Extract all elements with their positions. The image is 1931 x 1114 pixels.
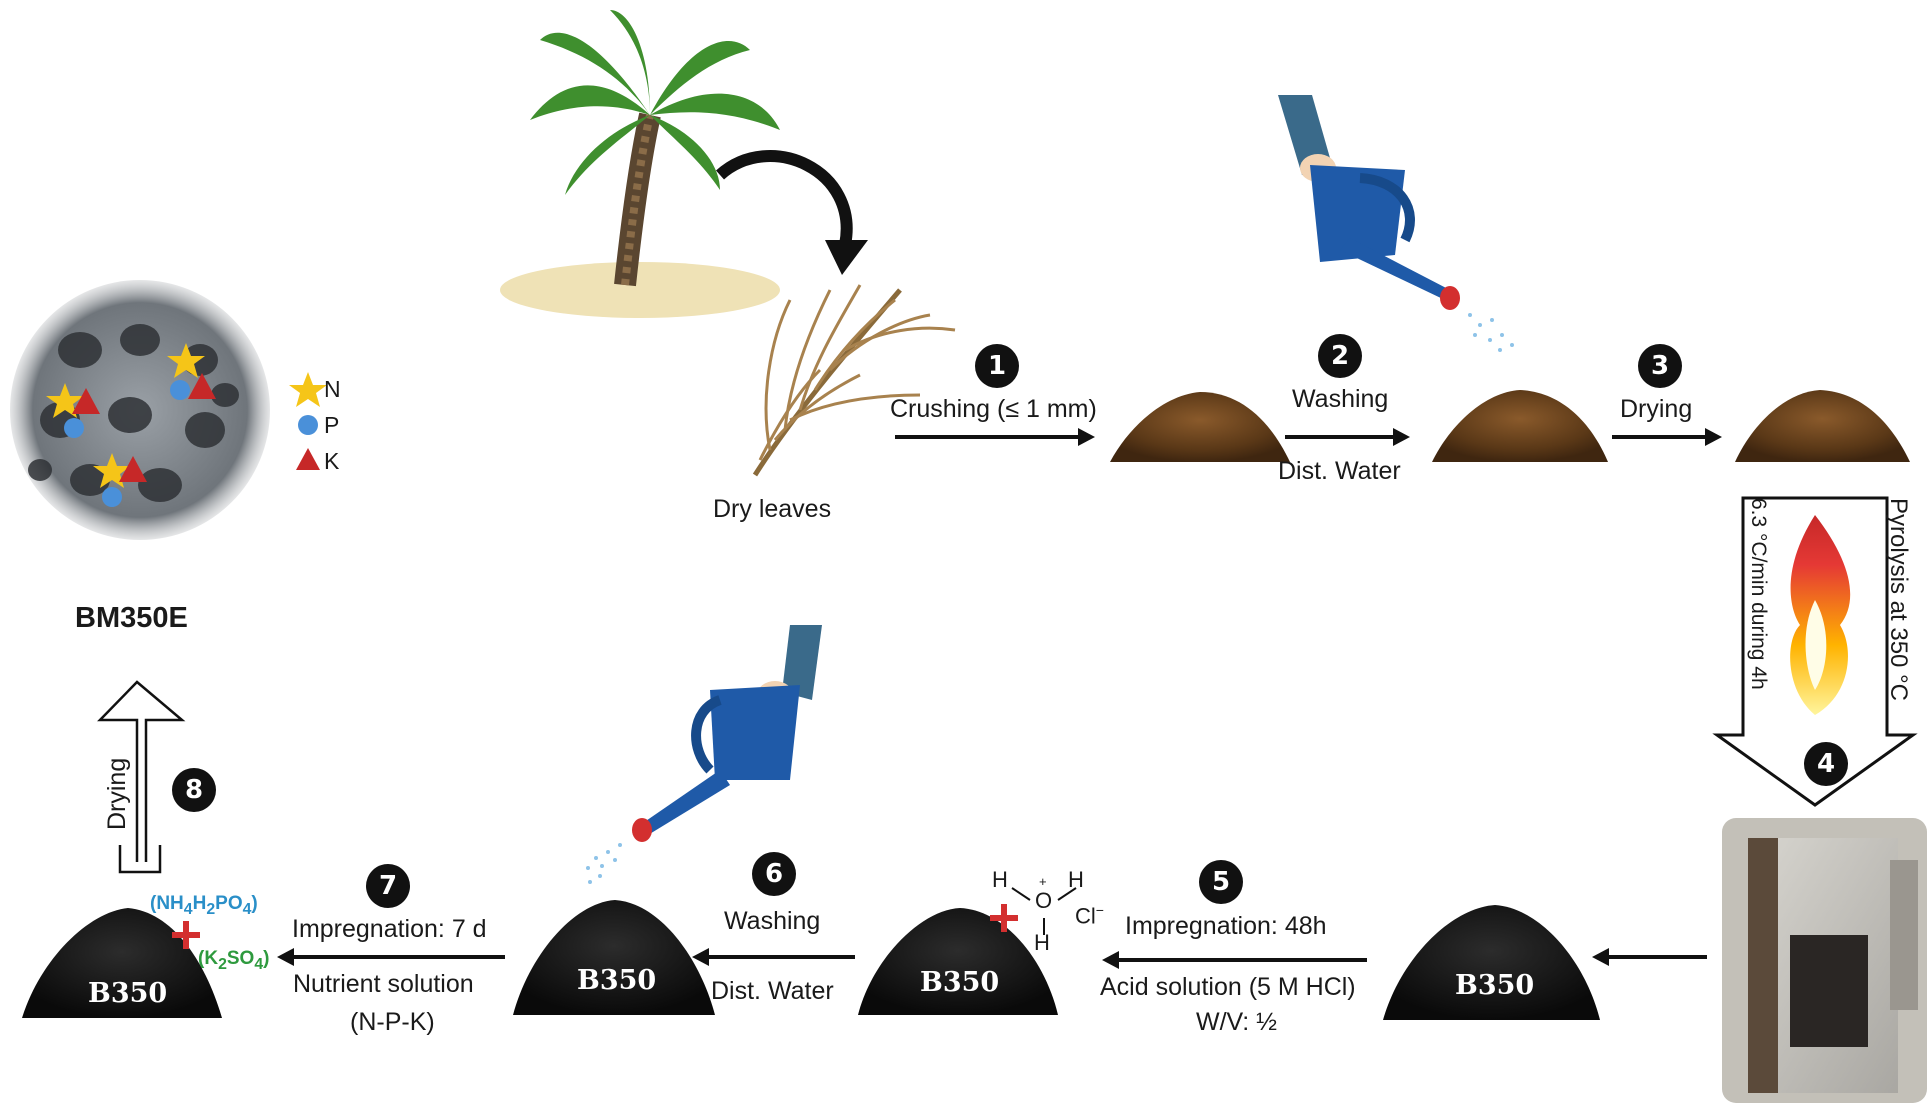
hydronium-h-right: H (1068, 867, 1084, 892)
soil-pile-3 (1735, 390, 1910, 462)
phosphate-formula: (NH4H2PO4) (150, 893, 258, 918)
legend-p-label: P (324, 412, 340, 438)
legend-n-label: N (324, 376, 341, 402)
step-4-sublabel: 6.3 °C/min during 4h (1747, 498, 1770, 690)
step-6-label: Washing (724, 907, 821, 935)
arrow-step-2 (1285, 428, 1410, 446)
product-label: BM350E (75, 602, 188, 634)
step-8-label: Drying (103, 757, 131, 830)
step-badge-8: 8 (172, 768, 216, 812)
arrow-step-3 (1612, 428, 1722, 446)
step-3-label: Drying (1620, 395, 1693, 423)
curved-arrow (715, 150, 853, 247)
chloride-ion: Cl− (1075, 902, 1104, 929)
step-5-sublabel: Acid solution (5 M HCl) (1100, 973, 1356, 1001)
step-badge-2: 2 (1318, 334, 1362, 378)
hydronium-structure (1011, 887, 1077, 935)
step-5-label: Impregnation: 48h (1125, 912, 1327, 940)
legend-k-label: K (324, 448, 340, 474)
step-badge-3: 3 (1638, 344, 1682, 388)
step-4-label: Pyrolysis at 350 °C (1885, 498, 1912, 702)
arrow-step-6 (692, 948, 855, 966)
b350-label-1: B350 (1455, 970, 1535, 1001)
arrow-furnace-to-char (1592, 948, 1707, 966)
dry-leaves-illustration (752, 284, 956, 477)
hydronium-h-left: H (992, 867, 1008, 892)
sem-markers (46, 343, 216, 507)
arrow-step-7 (277, 948, 505, 966)
plus-sign-hcl (990, 904, 1018, 932)
palm-tree-illustration (500, 10, 780, 318)
step-1-label: Crushing (≤ 1 mm) (890, 395, 1097, 423)
char-pile-5 (1383, 905, 1600, 1020)
step-7-sublabel: Nutrient solution (293, 970, 474, 998)
plus-sign-chem (172, 921, 200, 949)
legend-triangle-icon (296, 448, 320, 470)
b350-label-2: B350 (920, 967, 1000, 998)
watering-can-top (1278, 95, 1514, 352)
step-6-sublabel: Dist. Water (711, 977, 834, 1005)
dry-leaves-label: Dry leaves (713, 495, 832, 523)
watering-can-bottom (586, 625, 822, 884)
furnace-photo (1722, 818, 1927, 1103)
hydronium-h-bottom: H (1034, 930, 1050, 955)
soil-pile-2 (1432, 390, 1608, 462)
hydronium-charge: + (1039, 874, 1047, 889)
step-badge-4: 4 (1804, 742, 1848, 786)
soil-pile-1 (1110, 392, 1290, 462)
step-2-label: Washing (1292, 385, 1389, 413)
b350-label-4: B350 (88, 978, 168, 1009)
char-pile-4 (858, 908, 1058, 1015)
legend-circle-icon (298, 415, 318, 435)
step-badge-6: 6 (752, 852, 796, 896)
step-2-sublabel: Dist. Water (1278, 457, 1401, 485)
sulfate-formula: (K2SO4) (198, 948, 270, 973)
b350-label-3: B350 (577, 965, 657, 996)
step-badge-1: 1 (975, 344, 1019, 388)
step-badge-7: 7 (366, 864, 410, 908)
step-7-sublabel-2: (N-P-K) (350, 1008, 435, 1036)
step-badge-5: 5 (1199, 860, 1243, 904)
arrow-step-1 (895, 428, 1095, 446)
char-pile-3 (513, 900, 715, 1015)
step-7-label: Impregnation: 7 d (292, 915, 487, 943)
arrow-step-5 (1102, 951, 1367, 969)
sem-image (10, 280, 270, 540)
hydronium-o: O (1035, 888, 1053, 913)
legend-star-icon (289, 372, 327, 407)
curved-arrow-head (825, 240, 868, 275)
step-5-sublabel-2: W/V: ½ (1196, 1008, 1278, 1036)
